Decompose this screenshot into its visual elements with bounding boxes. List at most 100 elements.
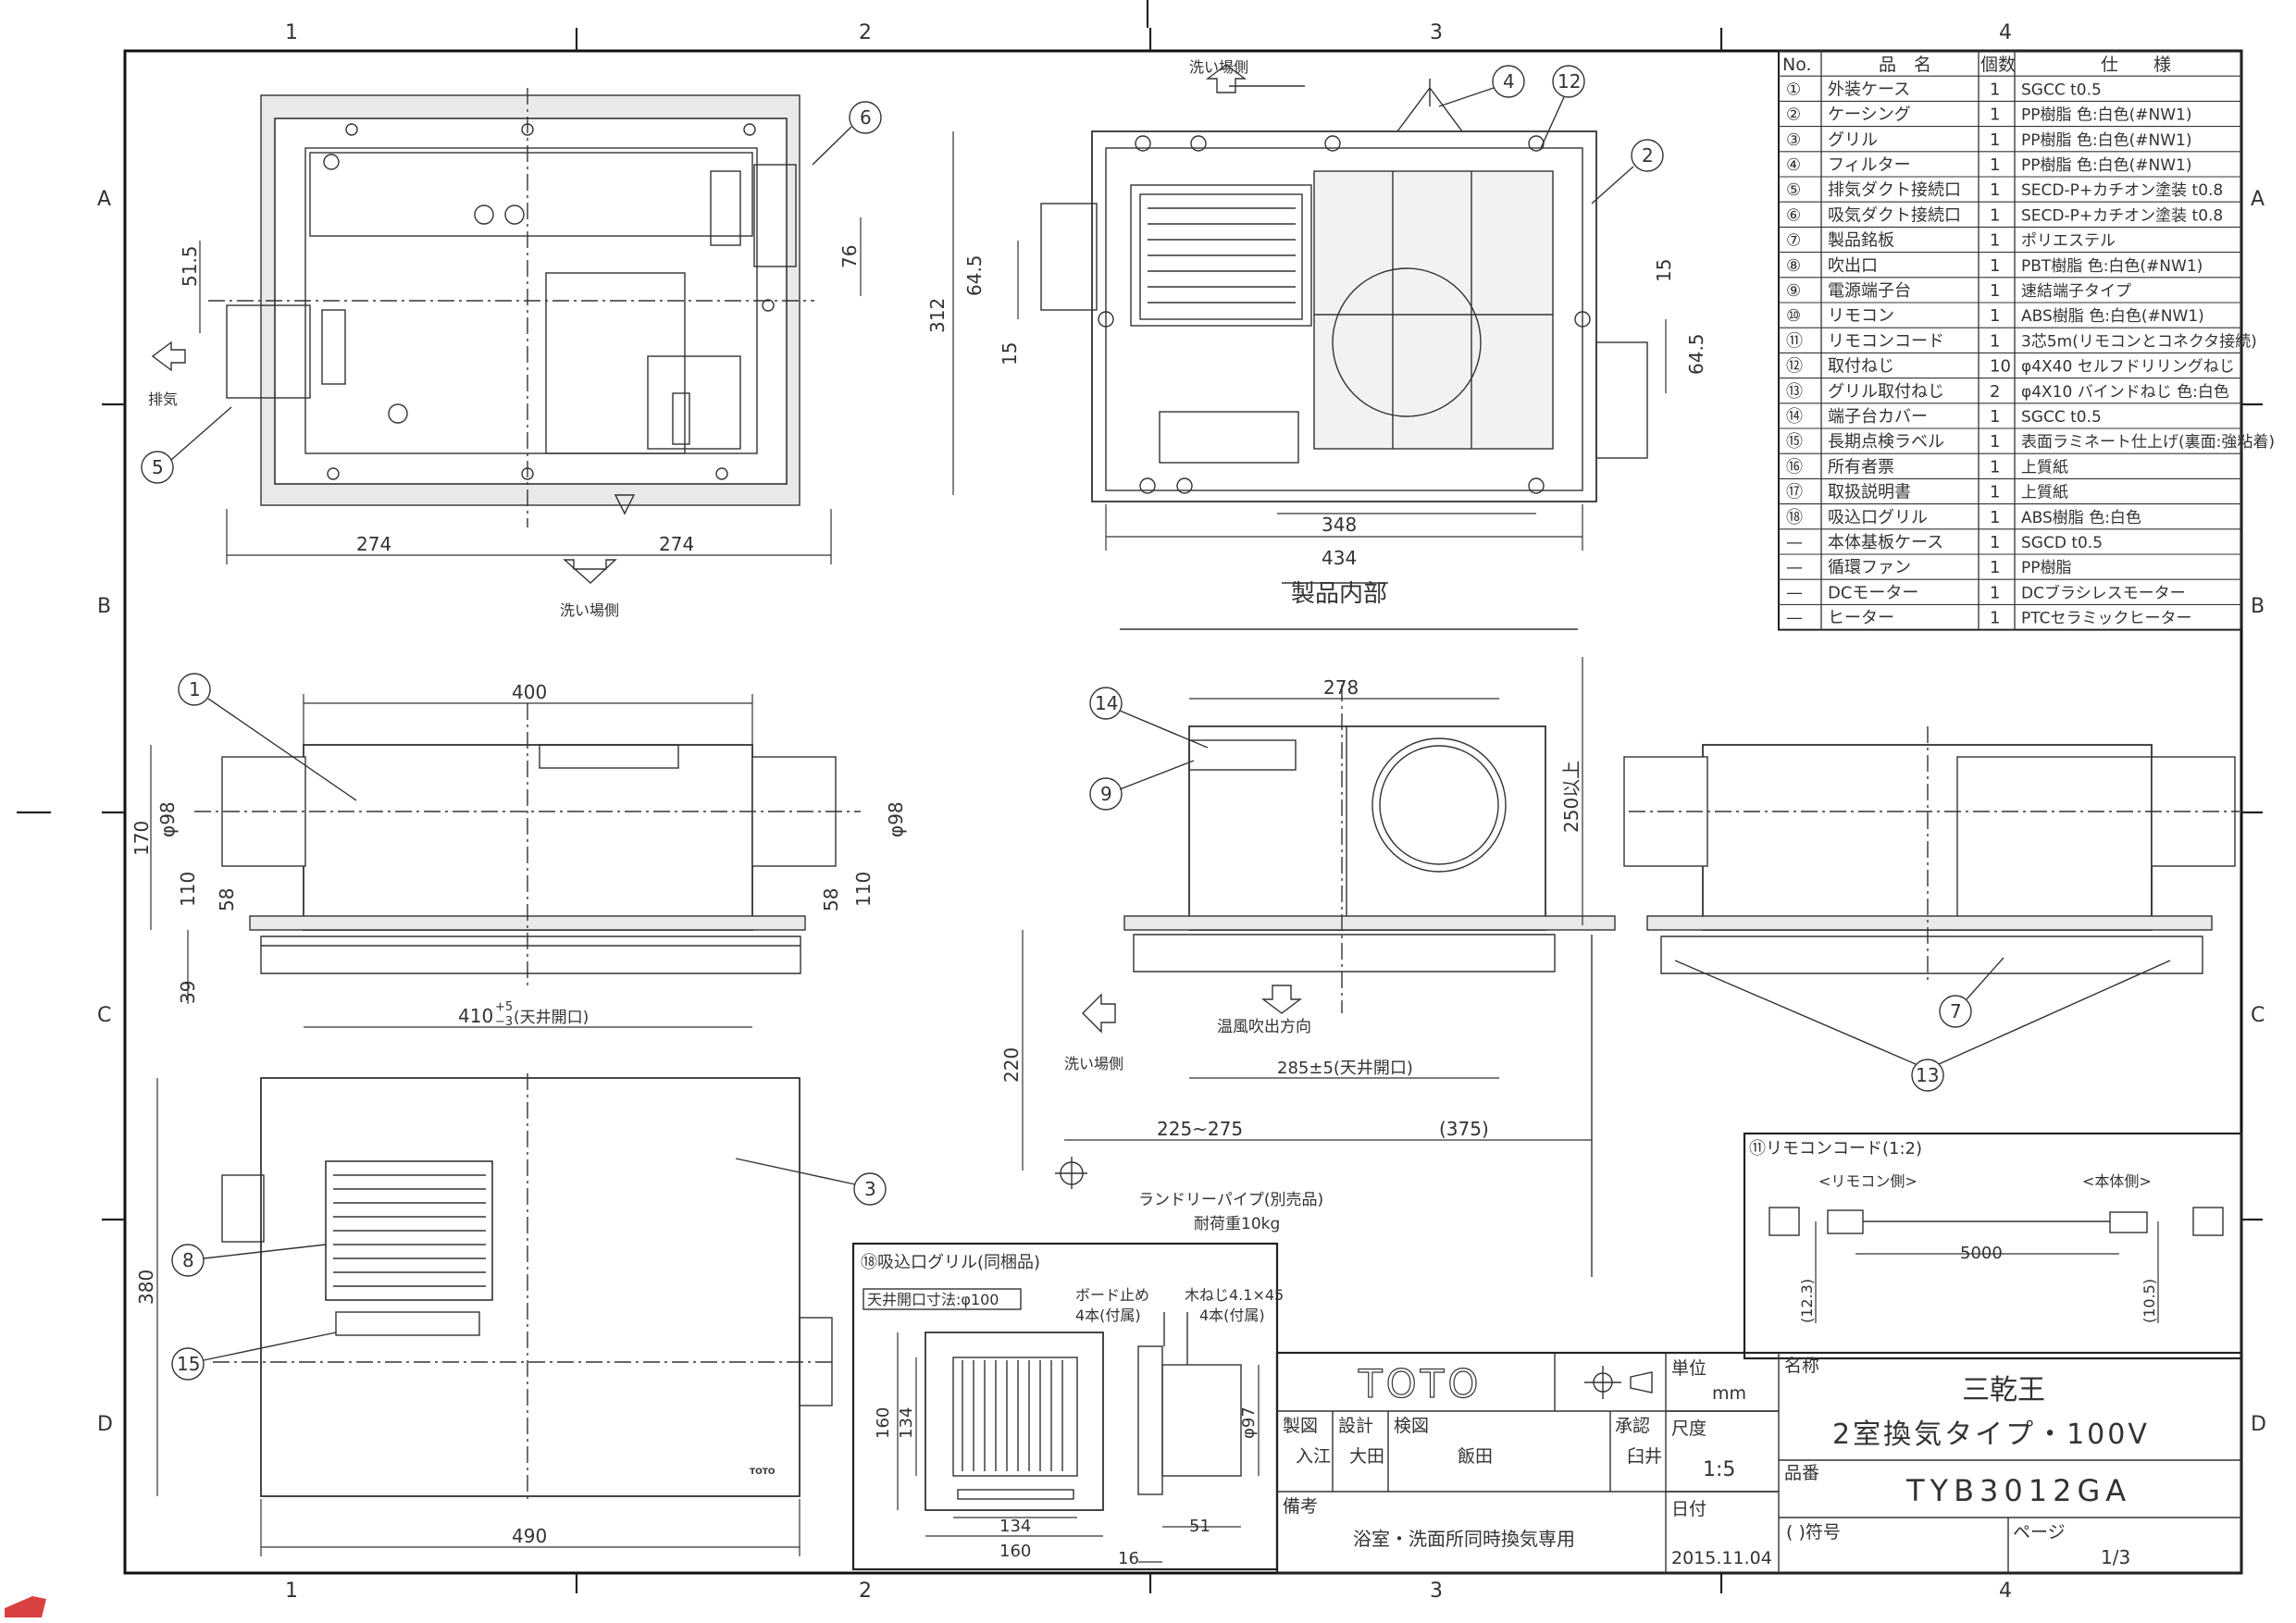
parts-cell-spec: ABS樹脂 色:白色(#NW1) bbox=[2021, 307, 2204, 326]
parts-cell-name: 取付ねじ bbox=[1828, 357, 1894, 377]
front-dim-410-tol-top: +5 bbox=[495, 1000, 513, 1014]
parts-cell-spec: SGCC t0.5 bbox=[2021, 81, 2102, 99]
rear-callouts bbox=[1674, 957, 2171, 1092]
parts-cell-no: ⑮ bbox=[1786, 432, 1803, 452]
parts-cell-qty: 1 bbox=[1990, 105, 2000, 125]
parts-cell-qty: 1 bbox=[1990, 130, 2000, 150]
title-role-design: 設計 bbox=[1338, 1416, 1373, 1436]
grille-ceiling-size: 天井開口寸法:φ100 bbox=[867, 1291, 999, 1308]
internal-view bbox=[952, 64, 1667, 584]
internal-dim-15a: 15 bbox=[999, 342, 1021, 365]
grille-title: ⑱吸込口グリル(同梱品) bbox=[861, 1253, 1040, 1272]
rear-callout-7: 7 bbox=[1950, 1000, 1962, 1022]
parts-cell-spec: 3芯5m(リモコンとコネクタ接続) bbox=[2021, 332, 2257, 351]
parts-cell-qty: 1 bbox=[1990, 331, 2000, 351]
front-dim-410-note: (天井開口) bbox=[514, 1009, 589, 1027]
parts-cell-no: ④ bbox=[1786, 155, 1801, 175]
zone-col-2-bottom: 2 bbox=[859, 1580, 872, 1603]
zone-col-4-bottom: 4 bbox=[1999, 1580, 2012, 1603]
parts-cell-name: 吸込口グリル bbox=[1828, 508, 1928, 527]
front-dim-170: 170 bbox=[130, 821, 153, 856]
title-date-label: 日付 bbox=[1671, 1499, 1706, 1519]
parts-cell-name: リモコンコード bbox=[1828, 331, 1944, 351]
parts-cell-qty: 1 bbox=[1990, 205, 2000, 225]
zone-row-B-left: B bbox=[97, 595, 111, 618]
top-callouts bbox=[141, 101, 882, 484]
parts-cell-spec: ABS樹脂 色:白色 bbox=[2021, 509, 2141, 527]
parts-cell-spec: 速結端子タイプ bbox=[2021, 282, 2131, 301]
parts-cell-spec: SGCD t0.5 bbox=[2021, 534, 2103, 552]
side-dim-220: 220 bbox=[1000, 1047, 1023, 1083]
title-role-approve: 承認 bbox=[1615, 1416, 1650, 1436]
top-dim-274a: 274 bbox=[356, 533, 391, 555]
bottom-logo: TOTO bbox=[750, 1468, 776, 1477]
parts-cell-qty: 1 bbox=[1990, 457, 2000, 477]
title-unit: mm bbox=[1712, 1383, 1746, 1404]
grille-dim-16: 16 bbox=[1118, 1549, 1139, 1568]
cord-length: 5000 bbox=[1960, 1244, 2003, 1263]
bottom-view bbox=[156, 1073, 833, 1556]
top-callout-5: 5 bbox=[152, 456, 164, 478]
parts-cell-spec: 上質紙 bbox=[2021, 458, 2068, 477]
parts-cell-qty: 1 bbox=[1990, 231, 2000, 251]
title-remarks: 浴室・洗面所同時換気専用 bbox=[1353, 1528, 1575, 1550]
title-block bbox=[1275, 1351, 2243, 1575]
grille-detail bbox=[851, 1242, 1279, 1571]
title-person-made: 入江 bbox=[1296, 1446, 1331, 1467]
front-dim-58a: 58 bbox=[216, 888, 238, 911]
parts-header-0: No. bbox=[1782, 55, 1812, 75]
internal-callouts bbox=[1438, 65, 1664, 204]
parts-cell-qty: 1 bbox=[1990, 609, 2000, 628]
title-page-label: ページ bbox=[2013, 1522, 2066, 1542]
parts-cell-qty: 1 bbox=[1990, 256, 2000, 276]
grille-dim-160h: 160 bbox=[999, 1542, 1031, 1561]
parts-cell-no: ⑦ bbox=[1786, 231, 1801, 251]
internal-dim-645a: 64.5 bbox=[963, 254, 986, 296]
front-dim-110a: 110 bbox=[177, 872, 199, 907]
parts-cell-no: — bbox=[1786, 558, 1803, 577]
parts-cell-no: ⑱ bbox=[1786, 508, 1803, 527]
top-dim-274b: 274 bbox=[659, 533, 694, 555]
title-role-made: 製図 bbox=[1283, 1416, 1318, 1436]
parts-cell-qty: 1 bbox=[1990, 407, 2000, 427]
parts-cell-name: 製品銘板 bbox=[1828, 231, 1894, 251]
parts-cell-name: DCモーター bbox=[1828, 583, 1918, 602]
front-dim-410-tol-bottom: −3 bbox=[495, 1015, 513, 1029]
zone-row-A-right: A bbox=[2251, 188, 2265, 211]
parts-cell-spec: PP樹脂 色:白色(#NW1) bbox=[2021, 156, 2192, 175]
parts-cell-qty: 1 bbox=[1990, 483, 2000, 502]
parts-cell-no: ① bbox=[1786, 80, 1801, 99]
parts-cell-spec: PTCセラミックヒーター bbox=[2021, 610, 2192, 628]
side-label-warm: 温風吹出方向 bbox=[1217, 1018, 1311, 1036]
parts-header-2: 個数 bbox=[1980, 55, 2016, 75]
parts-cell-spec: PP樹脂 色:白色(#NW1) bbox=[2021, 106, 2192, 125]
parts-cell-name: 循環ファン bbox=[1828, 558, 1911, 577]
parts-cell-qty: 1 bbox=[1990, 180, 2000, 200]
parts-cell-no: — bbox=[1786, 609, 1803, 628]
title-person-design: 大田 bbox=[1349, 1446, 1384, 1467]
front-view bbox=[150, 694, 861, 1028]
side-label-pipe: ランドリーパイプ(別売品) bbox=[1138, 1191, 1323, 1209]
front-dim-58b: 58 bbox=[820, 888, 842, 911]
parts-cell-name: ケーシング bbox=[1828, 105, 1911, 125]
parts-cell-no: ⑰ bbox=[1786, 483, 1803, 502]
parts-cell-no: — bbox=[1786, 533, 1803, 552]
parts-cell-qty: 1 bbox=[1990, 281, 2000, 301]
parts-cell-name: 端子台カバー bbox=[1828, 407, 1928, 427]
parts-cell-name: 排気ダクト接続口 bbox=[1828, 180, 1961, 200]
internal-dim-645b: 64.5 bbox=[1685, 333, 1707, 375]
grille-board-qty: 4本(付属) bbox=[1075, 1307, 1141, 1324]
cord-left-label: <リモコン側> bbox=[1818, 1172, 1917, 1190]
bottom-dim-380: 380 bbox=[135, 1270, 157, 1305]
parts-cell-qty: 2 bbox=[1990, 382, 2000, 402]
parts-cell-name: リモコン bbox=[1828, 306, 1894, 326]
parts-header-1: 品 名 bbox=[1879, 55, 1931, 75]
zone-col-1-bottom: 1 bbox=[285, 1580, 298, 1603]
grille-wood-screw: 木ねじ4.1×45 bbox=[1185, 1286, 1284, 1304]
parts-cell-no: ⑤ bbox=[1786, 180, 1801, 200]
parts-cell-no: ⑥ bbox=[1786, 205, 1801, 225]
parts-cell-spec: SECD-P+カチオン塗装 t0.8 bbox=[2021, 180, 2223, 200]
bottom-callout-15: 15 bbox=[177, 1353, 200, 1375]
internal-callout-2: 2 bbox=[1642, 144, 1654, 167]
